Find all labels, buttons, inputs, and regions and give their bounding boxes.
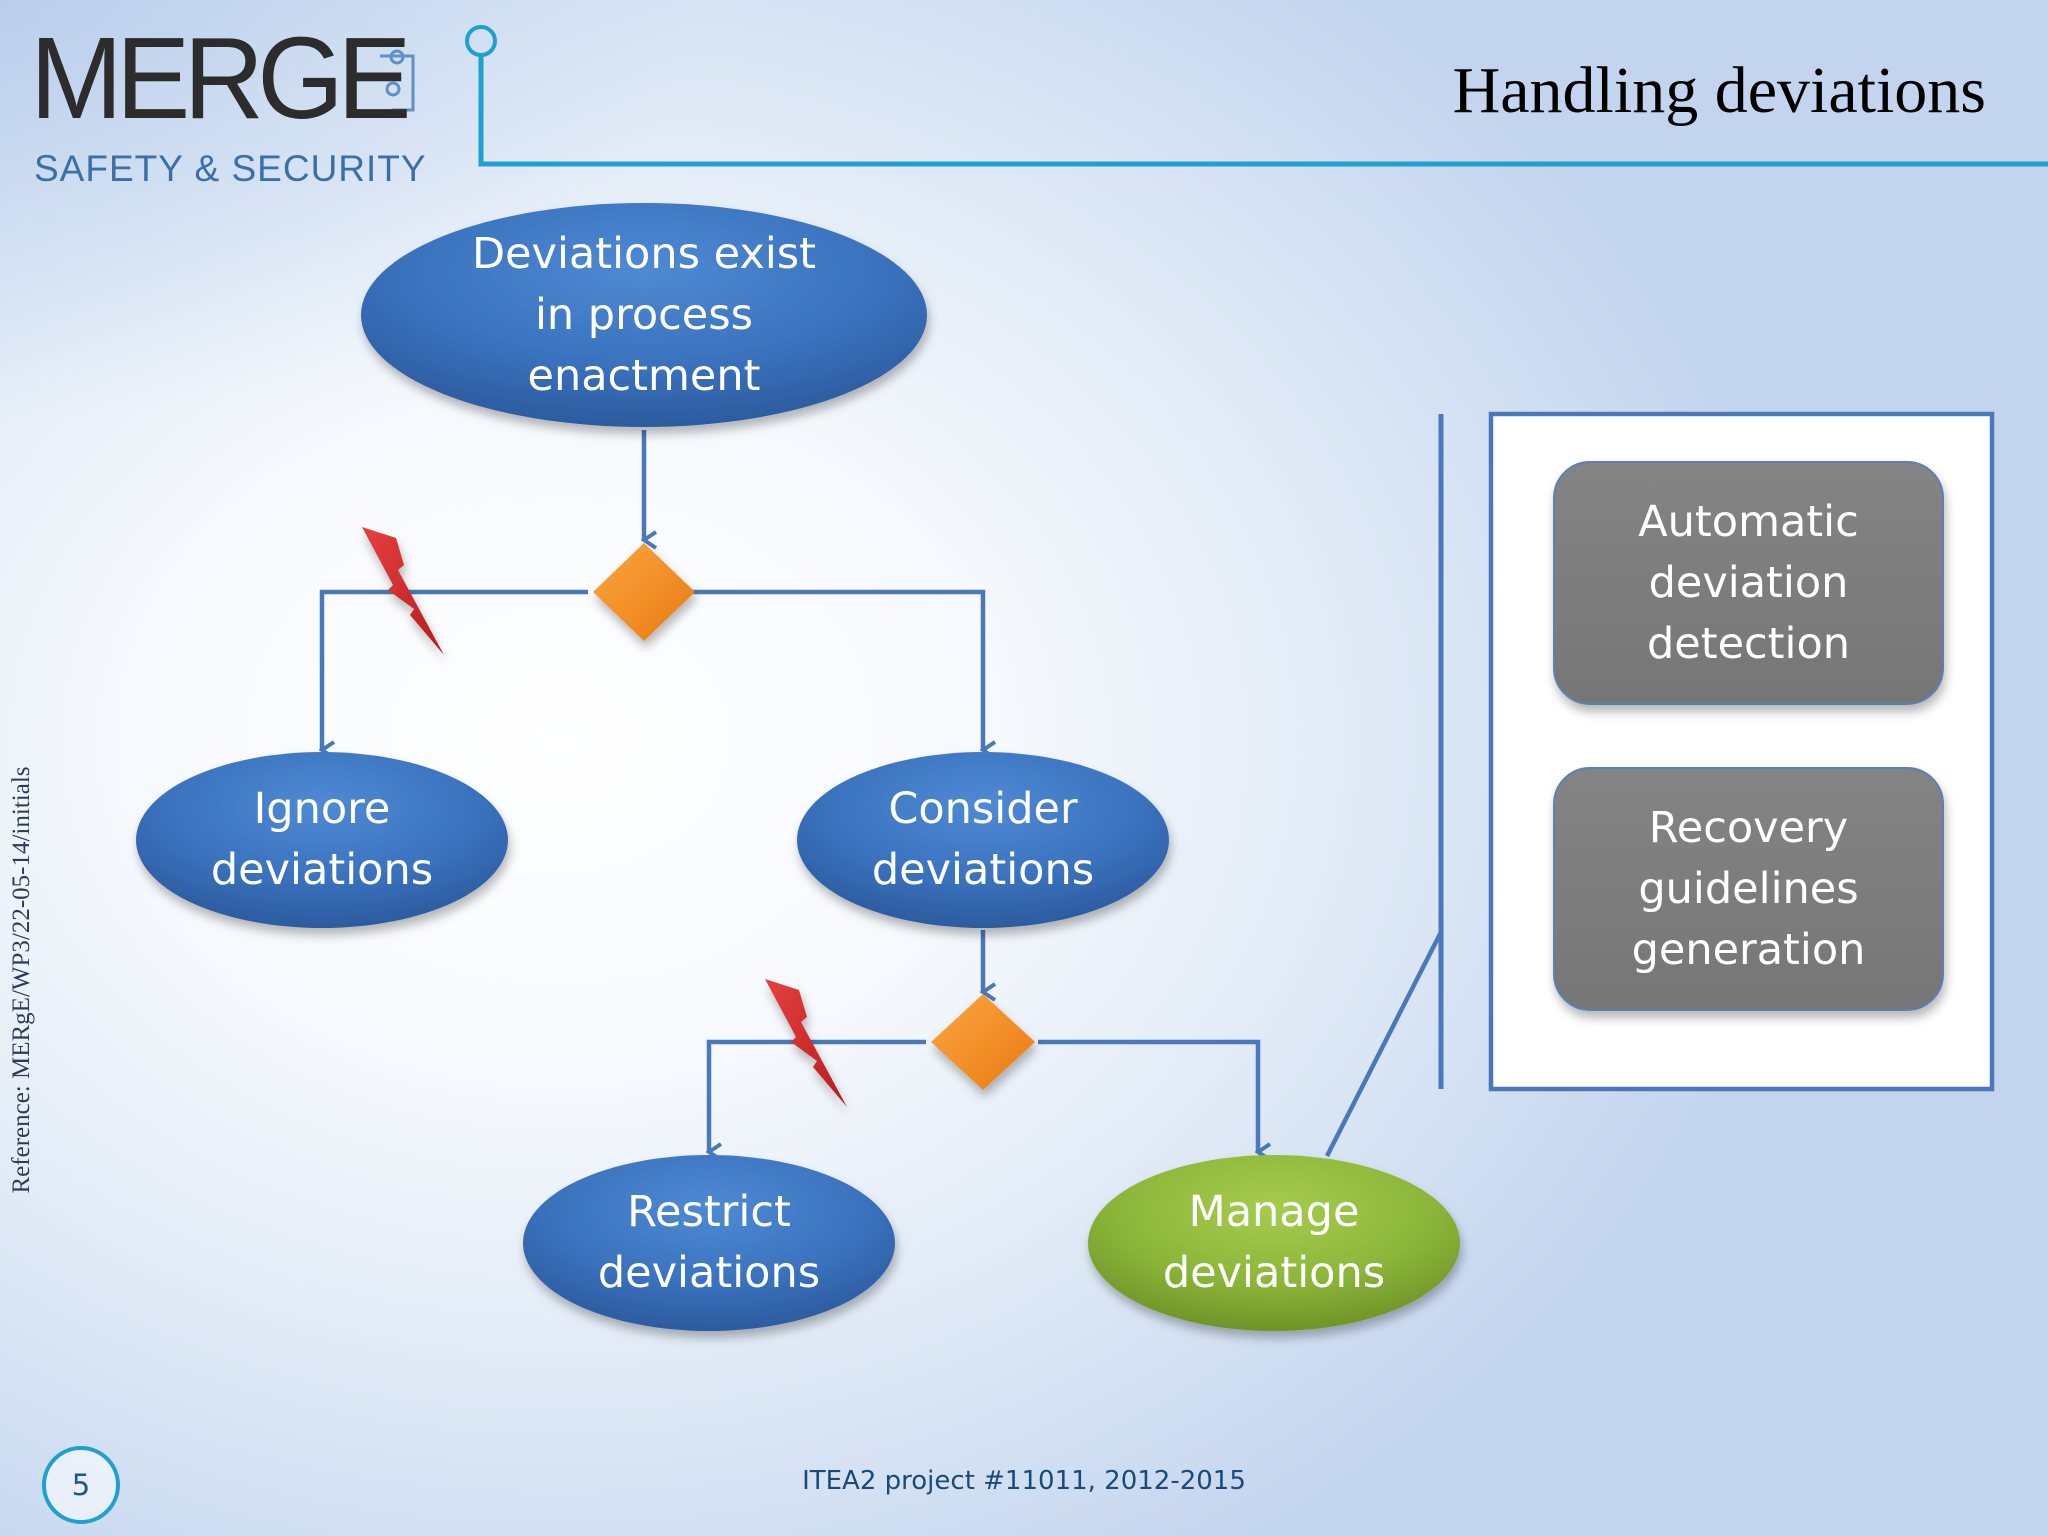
label-line: detection: [1646, 618, 1851, 669]
label-line: in process: [534, 289, 754, 340]
logo-wordmark: MERGE: [30, 13, 411, 143]
label-line: Automatic: [1638, 496, 1859, 547]
label-line: enactment: [527, 350, 761, 401]
lightning-bolt-icon: [765, 979, 847, 1107]
label-line: deviation: [1648, 557, 1849, 608]
node-consider-deviations: [797, 752, 1169, 928]
label-line: deviations: [210, 845, 434, 895]
page-number-circle: [42, 1446, 120, 1524]
connector-decision-to-ignore: [322, 589, 588, 750]
header-rule: [465, 25, 2048, 167]
node-restrict-deviations: [523, 1155, 895, 1331]
label-line: guidelines: [1638, 863, 1859, 914]
label-line: Recovery: [1648, 802, 1849, 853]
label-line: generation: [1631, 924, 1866, 975]
reference-label: Reference: MERgE/WP3/22-05-14/initials: [8, 766, 35, 1194]
label-recovery-guidelines: Recovery guidelines generation: [1554, 768, 1943, 1010]
label-line: Restrict: [627, 1187, 791, 1237]
label-ignore-deviations: Ignore deviations: [136, 752, 508, 928]
connector-decision-to-restrict: [709, 1039, 926, 1152]
label-line: Manage: [1188, 1187, 1360, 1237]
label-consider-deviations: Consider deviations: [797, 752, 1169, 928]
callout-line: [1324, 930, 1444, 1158]
label-deviations-exist: Deviations exist in process enactment: [361, 203, 927, 427]
node-deviations-exist: [361, 203, 927, 427]
label-manage-deviations: Manage deviations: [1088, 1155, 1460, 1331]
decision-diamond-top: [593, 543, 695, 641]
label-restrict-deviations: Restrict deviations: [523, 1155, 895, 1331]
page-number: 5: [71, 1468, 91, 1502]
label-line: deviations: [1162, 1248, 1386, 1298]
connector-decision-to-manage: [1038, 1039, 1258, 1152]
merge-logo: MERGE SAFETY & SECURITY: [30, 13, 550, 187]
gray-box-automatic-detection: [1553, 461, 1944, 705]
page-title: Handling deviations: [1452, 54, 1986, 127]
connector-decision-to-consider: [686, 589, 983, 750]
lightning-bolt-icon: [362, 527, 444, 655]
logo-tagline: SAFETY & SECURITY: [34, 148, 427, 189]
logo-circuit-icon: [380, 49, 415, 112]
footer-text: ITEA2 project #11011, 2012-2015: [802, 1466, 1246, 1496]
node-ignore-deviations: [136, 752, 508, 928]
label-line: Consider: [888, 784, 1078, 834]
connectors: [322, 414, 1444, 1158]
label-line: deviations: [871, 845, 1095, 895]
gray-box-recovery-guidelines: [1553, 767, 1944, 1011]
label-automatic-detection: Automatic deviation detection: [1554, 462, 1943, 704]
decision-diamond-bottom: [931, 994, 1035, 1090]
label-line: Deviations exist: [471, 228, 817, 279]
label-line: deviations: [597, 1248, 821, 1298]
label-line: Ignore: [253, 784, 391, 834]
node-manage-deviations: [1088, 1155, 1460, 1331]
